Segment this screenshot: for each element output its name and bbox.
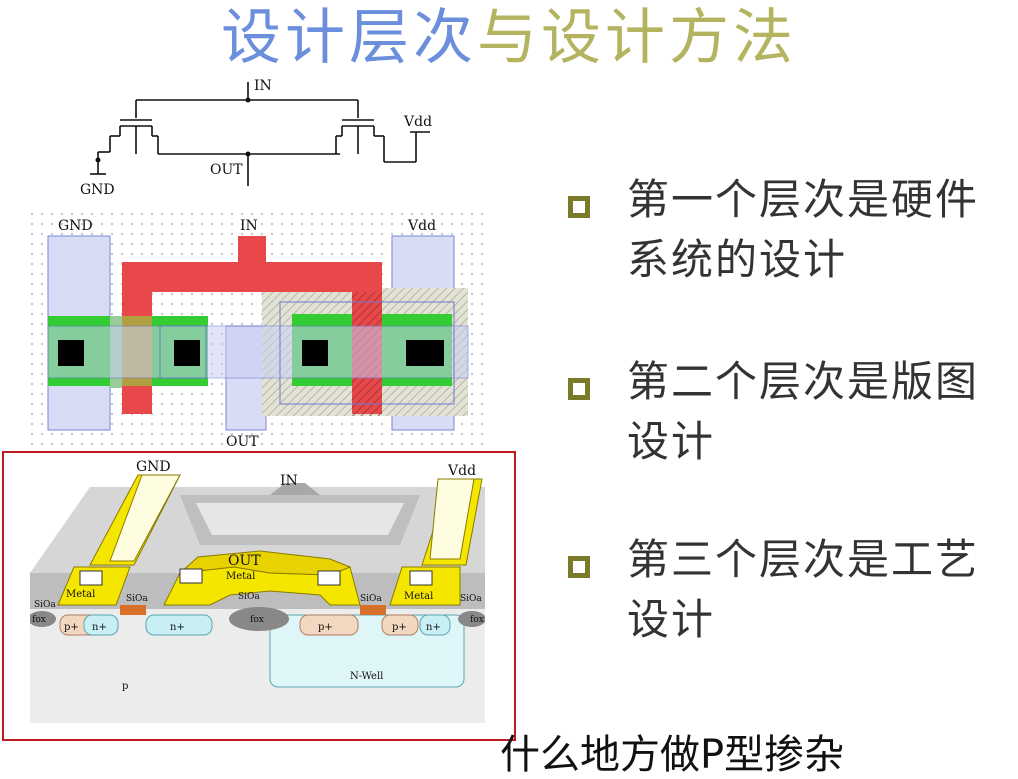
square-bullet-icon xyxy=(568,378,590,400)
cs-vdd-label: Vdd xyxy=(447,463,476,479)
bullet-text-2: 第二个层次是版图设计 xyxy=(627,357,980,466)
cs-sio2-label-1: SiOa xyxy=(34,600,56,610)
caption-subtitle: 什么地方做P型掺杂 xyxy=(500,732,845,778)
cs-fox-label-3: fox xyxy=(470,615,484,625)
cs-pplus-label-2: p+ xyxy=(318,622,333,633)
cs-out-label: OUT xyxy=(228,553,261,569)
cs-pplus-label-3: p+ xyxy=(392,622,407,633)
cross-section-frame xyxy=(2,451,516,741)
cs-sio2-label-2: SiOa xyxy=(126,594,148,604)
schematic-out-label: OUT xyxy=(210,162,243,178)
cs-fox-label-2: fox xyxy=(250,615,264,625)
cs-metal-label-center: Metal xyxy=(226,571,255,582)
layout-out-label: OUT xyxy=(226,434,259,450)
cs-nwell-label: N-Well xyxy=(350,671,383,682)
cs-nplus-label-1: n+ xyxy=(92,622,107,633)
schematic-gnd-label: GND xyxy=(80,182,115,198)
inverter-schematic: IN OUT GND Vdd xyxy=(80,78,432,198)
square-bullet-icon xyxy=(568,556,590,578)
cs-sio2-label-5: SiOa xyxy=(460,594,482,604)
cs-metal-label-right: Metal xyxy=(404,591,433,602)
cs-substrate-label: p xyxy=(122,681,128,692)
cs-fox-label-1: fox xyxy=(32,615,46,625)
cs-in-label: IN xyxy=(280,473,298,489)
cs-sio2-label-3: SiOa xyxy=(238,592,260,602)
cs-nplus-label-3: n+ xyxy=(426,622,441,633)
slide-title: 设计层次与设计方法 xyxy=(0,2,1018,74)
cs-pplus-label-1: p+ xyxy=(64,622,79,633)
square-bullet-icon xyxy=(568,196,590,218)
layout-vdd-label: Vdd xyxy=(407,218,436,234)
title-part-olive: 与设计方法 xyxy=(477,3,797,73)
schematic-in-label: IN xyxy=(254,78,272,94)
cs-gnd-label: GND xyxy=(136,459,171,475)
cs-sio2-label-4: SiOa xyxy=(360,594,382,604)
title-part-blue: 设计层次 xyxy=(221,3,477,73)
process-cross-section: GND IN Vdd OUT Metal Metal Metal SiOa Si… xyxy=(30,459,485,723)
bullet-text-3: 第三个层次是工艺设计 xyxy=(627,535,980,644)
cs-metal-label-left: Metal xyxy=(66,589,95,600)
inverter-layout: GND IN Vdd OUT xyxy=(30,212,490,452)
cs-nplus-label-2: n+ xyxy=(170,622,185,633)
layout-gnd-label: GND xyxy=(58,218,93,234)
bullet-text-1: 第一个层次是硬件系统的设计 xyxy=(627,175,980,284)
schematic-vdd-label: Vdd xyxy=(403,114,432,130)
layout-in-label: IN xyxy=(240,218,258,234)
